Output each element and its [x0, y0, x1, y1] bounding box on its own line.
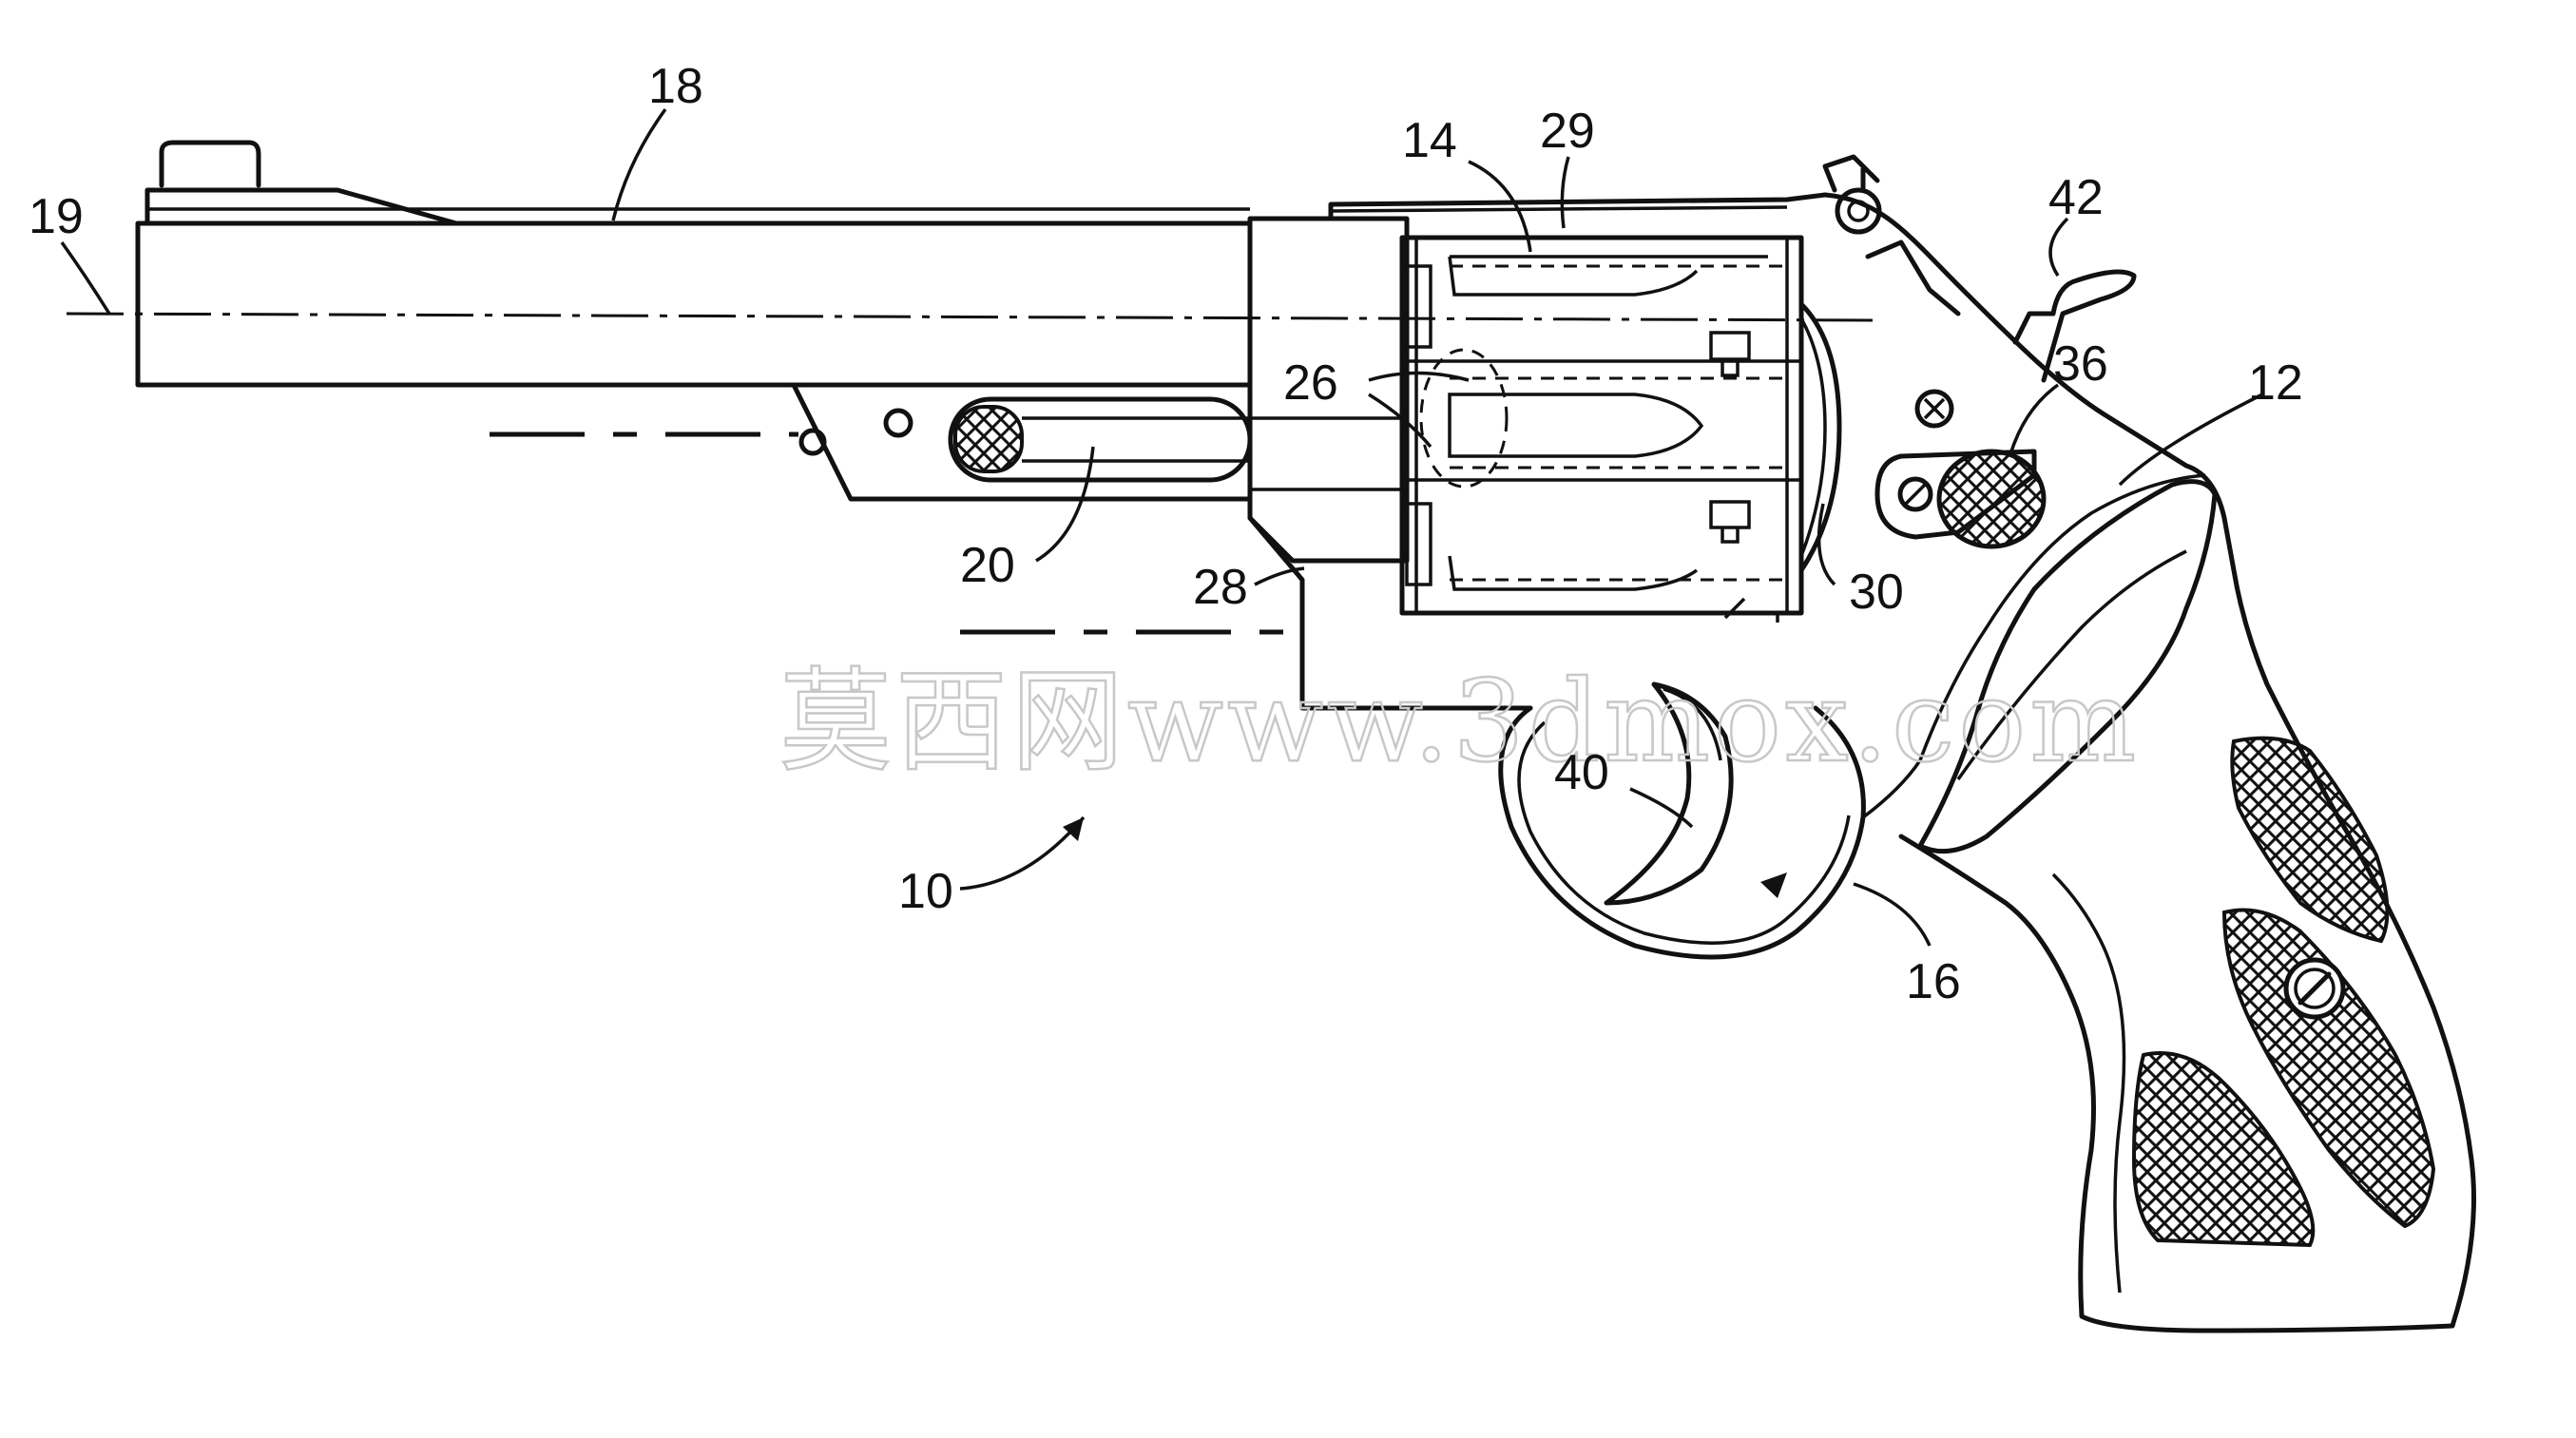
watermark-text: 莫西网www.3dmox.com: [779, 656, 2140, 787]
chamber-middle: [1448, 393, 1704, 458]
frame: [1247, 154, 2113, 711]
grip-finger-groove: [1917, 479, 2218, 854]
trigger: [1604, 681, 1734, 906]
ejector-shroud: [791, 382, 1253, 502]
chamber-upper: [1448, 256, 1699, 297]
leader-lines: [60, 107, 2263, 947]
front-sight: [159, 140, 261, 188]
grip-outline: [1898, 415, 2476, 1333]
cylinder-body: [1399, 235, 1804, 616]
ref-36: 36: [2053, 336, 2108, 392]
latch-screw: [1897, 476, 1933, 512]
ref-12: 12: [2248, 355, 2303, 411]
grip: [1861, 415, 2476, 1333]
cylinder-stop-upper: [1709, 331, 1751, 377]
rear-sight-screw: [1835, 187, 1882, 235]
ref-18: 18: [648, 59, 703, 114]
cylinder-stop-lower: [1709, 500, 1751, 544]
cylinder: [1399, 235, 1842, 623]
ref-30: 30: [1849, 565, 1904, 620]
shroud-pin: [883, 408, 913, 438]
thumb-latch: [1936, 449, 2047, 549]
ref-19: 19: [29, 189, 84, 244]
hammer: [2012, 269, 2137, 383]
trigger-guard: [1498, 705, 1866, 960]
frame-forward-block: [1247, 216, 1410, 564]
grip-checkering-middle: [2221, 908, 2436, 1229]
chamber-bore-hidden: [1419, 348, 1509, 489]
chamber-lower: [1448, 555, 1699, 591]
barrel: [135, 140, 1253, 502]
grip-checkering-upper: [2230, 736, 2390, 944]
grip-checkering-lower: [2131, 1051, 2316, 1248]
trigger-assembly: [1498, 681, 1866, 960]
ref-28: 28: [1193, 560, 1248, 615]
reference-numerals: 18 19 14 29 42 36 12 26 20 28 30 40 10 1…: [29, 59, 2303, 1009]
barrel-tube: [135, 220, 1253, 388]
ref-14: 14: [1402, 113, 1457, 168]
ejector-rod-knob: [953, 405, 1024, 473]
sideplate-screw: [1914, 389, 1954, 429]
ref-29: 29: [1540, 104, 1595, 159]
cylinder-latch-plate: [1874, 449, 2037, 540]
ref-20: 20: [960, 538, 1015, 593]
ref-10: 10: [898, 864, 953, 919]
ref-42: 42: [2048, 170, 2104, 225]
bore-axis: [66, 312, 1883, 322]
ref-26: 26: [1283, 355, 1338, 411]
ref-16: 16: [1906, 954, 1961, 1009]
ref-40: 40: [1554, 745, 1609, 800]
hammer-spur: [2012, 269, 2137, 383]
